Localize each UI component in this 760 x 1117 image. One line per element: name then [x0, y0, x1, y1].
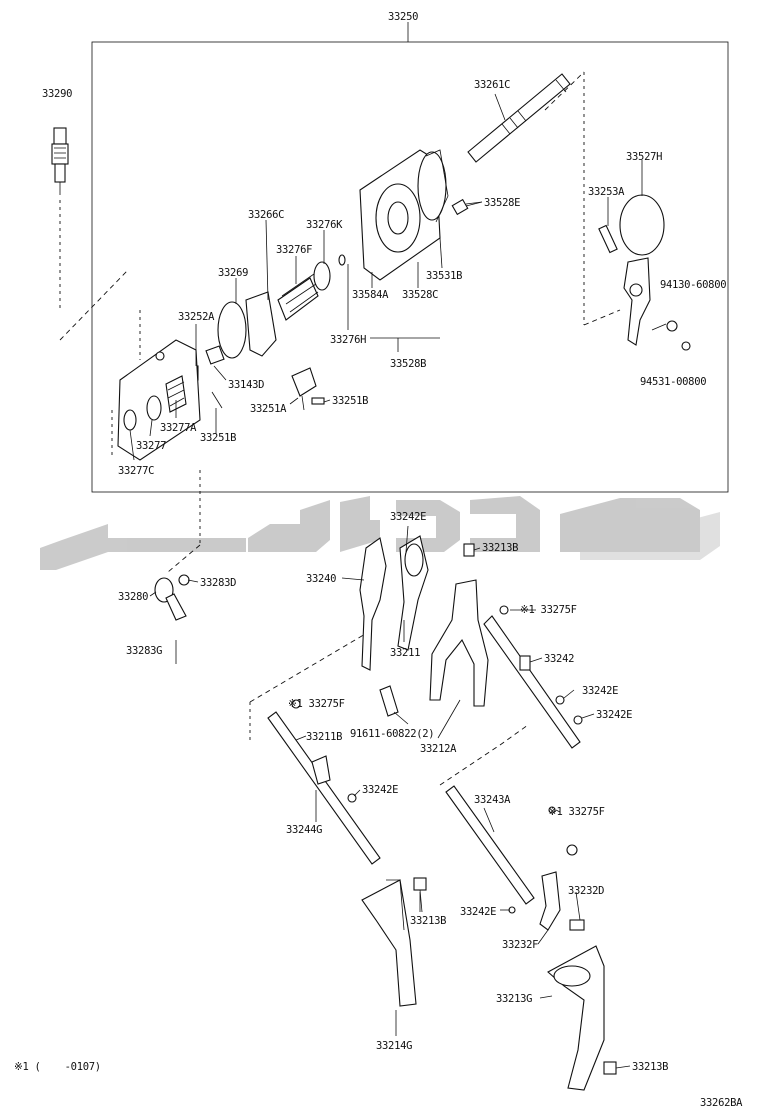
part-33213G-fork: [547, 945, 617, 1091]
label-33244G[interactable]: 33244G: [286, 824, 322, 836]
label-33277A[interactable]: 33277A: [160, 422, 197, 434]
label-33240[interactable]: 33240: [306, 573, 336, 585]
label-33261C[interactable]: 33261C: [474, 79, 510, 91]
label-33528E[interactable]: 33528E: [484, 197, 520, 209]
label-33143D[interactable]: 33143D: [228, 379, 264, 391]
label-33527H[interactable]: 33527H: [626, 151, 662, 163]
part-33251-detent: [291, 367, 325, 411]
label-33212A[interactable]: 33212A: [420, 743, 457, 755]
label-33266C[interactable]: 33266C: [248, 209, 284, 221]
label-33275F-b[interactable]: ※1 33275F: [288, 698, 345, 710]
label-94531-00800[interactable]: 94531-00800: [640, 376, 707, 388]
label-33531B[interactable]: 33531B: [426, 270, 462, 282]
leader-lines: [129, 93, 643, 1069]
guide-lines: [59, 71, 621, 786]
label-33232D[interactable]: 33232D: [568, 885, 604, 897]
label-91611-60822[interactable]: 91611-60822(2): [350, 728, 435, 740]
label-33242E-right2[interactable]: 33242E: [596, 709, 632, 721]
label-33213B-mid[interactable]: 33213B: [410, 915, 446, 927]
label-33252A[interactable]: 33252A: [178, 311, 215, 323]
part-33214G-fork: [361, 877, 427, 1007]
label-33275F-a[interactable]: ※1 33275F: [520, 604, 577, 616]
footnote: ※1 ( -0107): [14, 1061, 101, 1073]
label-33277C[interactable]: 33277C: [118, 465, 154, 477]
label-33213B-top[interactable]: 33213B: [482, 542, 518, 554]
part-33261C-shaft: [467, 73, 571, 163]
part-33290-sensor: [51, 127, 69, 195]
diagram-id: 33262BA: [700, 1097, 743, 1109]
assembly-box: [91, 22, 729, 493]
label-assembly-33250[interactable]: 33250: [388, 11, 418, 23]
label-33275F-c[interactable]: ※1 33275F: [548, 806, 605, 818]
label-33232F[interactable]: 33232F: [502, 939, 538, 951]
label-33251A[interactable]: 33251A: [250, 403, 287, 415]
label-33276H[interactable]: 33276H: [330, 334, 366, 346]
label-33584A[interactable]: 33584A: [352, 289, 389, 301]
label-33269[interactable]: 33269: [218, 267, 248, 279]
label-33213B-bottom[interactable]: 33213B: [632, 1061, 668, 1073]
label-33283D[interactable]: 33283D: [200, 577, 236, 589]
label-33214G[interactable]: 33214G: [376, 1040, 412, 1052]
label-33528C[interactable]: 33528C: [402, 289, 438, 301]
label-33211[interactable]: 33211: [390, 647, 420, 659]
part-33240-33211-levers: [359, 535, 475, 717]
label-33242E-low[interactable]: 33242E: [460, 906, 496, 918]
label-33290[interactable]: 33290: [42, 88, 72, 100]
part-33280-lever: [154, 574, 190, 664]
label-33253A[interactable]: 33253A: [588, 186, 625, 198]
label-33277[interactable]: 33277: [136, 440, 166, 452]
watermark-logo: [40, 496, 720, 570]
label-33283G[interactable]: 33283G: [126, 645, 162, 657]
part-33527H-lever: [598, 194, 691, 351]
part-spring-assembly: [187, 273, 319, 409]
part-33212A-fork: [429, 579, 583, 749]
label-33242[interactable]: 33242: [544, 653, 574, 665]
label-33276F[interactable]: 33276F: [276, 244, 312, 256]
label-33280[interactable]: 33280: [118, 591, 148, 603]
label-33242E-right1[interactable]: 33242E: [582, 685, 618, 697]
label-33243A[interactable]: 33243A: [474, 794, 511, 806]
part-33211B-shaft: [267, 699, 381, 865]
label-33211B[interactable]: 33211B: [306, 731, 342, 743]
label-33213G[interactable]: 33213G: [496, 993, 532, 1005]
label-33251B-top[interactable]: 33251B: [332, 395, 368, 407]
callout-labels: 33250 33290 33261C 33527H 33253A 33528E …: [14, 11, 743, 1109]
label-94130-60800[interactable]: 94130-60800: [660, 279, 727, 291]
label-33528B[interactable]: 33528B: [390, 358, 426, 370]
part-33528-housing: [313, 149, 483, 291]
label-33276K[interactable]: 33276K: [306, 219, 343, 231]
label-33251B-bottom[interactable]: 33251B: [200, 432, 236, 444]
label-33242E-mid[interactable]: 33242E: [362, 784, 398, 796]
part-33277-housing: [117, 339, 201, 461]
label-33242E-top[interactable]: 33242E: [390, 511, 426, 523]
